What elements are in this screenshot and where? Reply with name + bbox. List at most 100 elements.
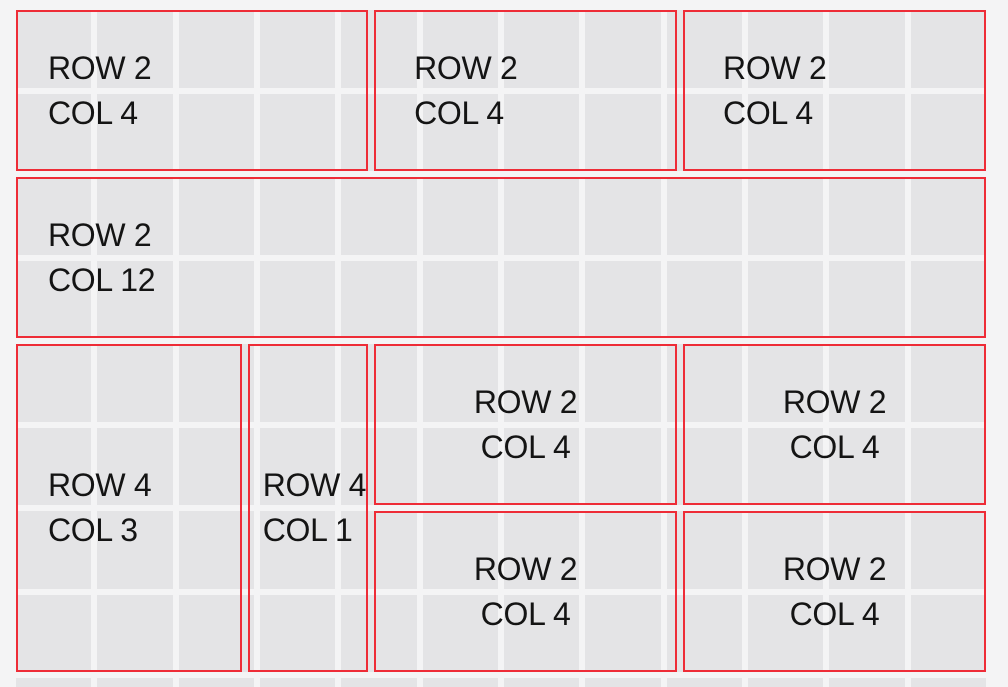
grid-cell — [504, 594, 580, 672]
grid-cell — [260, 511, 336, 589]
grid-cell — [585, 10, 661, 88]
grid-cell — [910, 511, 986, 589]
grid-cell — [585, 177, 661, 255]
item-col-label: COL 4 — [480, 428, 571, 465]
item-col-label: COL 4 — [723, 94, 813, 131]
item-col-label: COL 3 — [48, 512, 138, 548]
grid-cell — [666, 344, 742, 422]
item-row-label: ROW 2 — [414, 49, 518, 86]
item-col-label: COL 4 — [480, 595, 571, 632]
item-col-label: COL 1 — [262, 512, 353, 548]
grid-cell — [422, 594, 498, 672]
grid-cell — [178, 93, 254, 171]
grid-cell — [97, 511, 173, 589]
grid-cell — [748, 177, 824, 255]
grid-cell — [504, 260, 580, 338]
grid-cell — [341, 678, 417, 687]
background-grid — [16, 10, 986, 687]
grid-cell — [829, 594, 905, 672]
item-col-label: COL 4 — [789, 428, 880, 465]
grid-cell — [504, 93, 580, 171]
grid-cell — [504, 177, 580, 255]
grid-overlay: ROW 2 COL 4 ROW 2 COL 4 ROW 2 COL 4 ROW … — [16, 10, 986, 672]
grid-cell — [829, 344, 905, 422]
grid-cell — [666, 427, 742, 505]
grid-cell — [666, 177, 742, 255]
grid-cell — [910, 10, 986, 88]
grid-cell — [748, 10, 824, 88]
grid-cell — [748, 344, 824, 422]
grid-cell — [666, 10, 742, 88]
grid-cell — [16, 177, 92, 255]
item-row-label: ROW 2 — [473, 383, 578, 420]
grid-cell — [585, 344, 661, 422]
grid-cell — [16, 10, 92, 88]
grid-cell — [585, 678, 661, 687]
grid-cell — [504, 10, 580, 88]
grid-cell — [16, 427, 92, 505]
grid-cell — [16, 678, 92, 687]
grid-cell — [422, 177, 498, 255]
grid-item-r4c3: ROW 4 COL 3 — [16, 344, 242, 672]
grid-cell — [341, 260, 417, 338]
grid-cell — [829, 10, 905, 88]
grid-item-r2c4-top-left: ROW 2 COL 4 — [16, 10, 369, 171]
item-row-label: ROW 4 — [48, 467, 152, 503]
grid-cell — [666, 260, 742, 338]
grid-cell — [341, 511, 417, 589]
grid-cell — [260, 10, 336, 88]
item-col-label: COL 12 — [48, 261, 156, 298]
grid-cell — [748, 594, 824, 672]
grid-cell — [666, 678, 742, 687]
item-row-label: ROW 4 — [262, 467, 367, 503]
item-row-label: ROW 2 — [473, 550, 578, 587]
grid-cell — [16, 260, 92, 338]
grid-cell — [585, 260, 661, 338]
item-row-label: ROW 2 — [782, 383, 887, 420]
grid-cell — [829, 427, 905, 505]
grid-cell — [97, 678, 173, 687]
grid-cell — [585, 93, 661, 171]
grid-cell — [97, 594, 173, 672]
grid-cell — [422, 678, 498, 687]
item-row-label: ROW 2 — [48, 216, 152, 253]
item-col-label: COL 4 — [48, 94, 138, 131]
grid-cell — [97, 177, 173, 255]
grid-cell — [829, 260, 905, 338]
grid-cell — [910, 678, 986, 687]
grid-cell — [504, 511, 580, 589]
grid-cell — [260, 594, 336, 672]
grid-cell — [260, 260, 336, 338]
grid-cell — [666, 93, 742, 171]
item-row-label: ROW 2 — [723, 49, 827, 86]
grid-cell — [178, 177, 254, 255]
grid-item-r2c4-mid-right: ROW 2 COL 4 — [683, 344, 986, 505]
grid-cell — [910, 177, 986, 255]
grid-cell — [341, 93, 417, 171]
grid-cell — [666, 511, 742, 589]
item-col-label: COL 4 — [414, 94, 504, 131]
grid-cell — [422, 260, 498, 338]
grid-cell — [260, 678, 336, 687]
grid-cell — [16, 93, 92, 171]
grid-cell — [748, 260, 824, 338]
grid-cell — [16, 344, 92, 422]
grid-item-r4c1: ROW 4 COL 1 — [247, 344, 369, 672]
grid-cell — [829, 678, 905, 687]
grid-cell — [178, 260, 254, 338]
grid-cell — [748, 511, 824, 589]
grid-cell — [666, 594, 742, 672]
grid-cell — [504, 427, 580, 505]
grid-cell — [422, 93, 498, 171]
grid-cell — [422, 10, 498, 88]
grid-cell — [97, 260, 173, 338]
grid-cell — [910, 427, 986, 505]
grid-cell — [16, 511, 92, 589]
grid-cell — [97, 10, 173, 88]
grid-cell — [829, 177, 905, 255]
grid-item-r2c4-bottom-right: ROW 2 COL 4 — [683, 511, 986, 672]
item-row-label: ROW 2 — [48, 49, 152, 86]
item-row-label: ROW 2 — [782, 550, 887, 587]
grid-cell — [910, 93, 986, 171]
